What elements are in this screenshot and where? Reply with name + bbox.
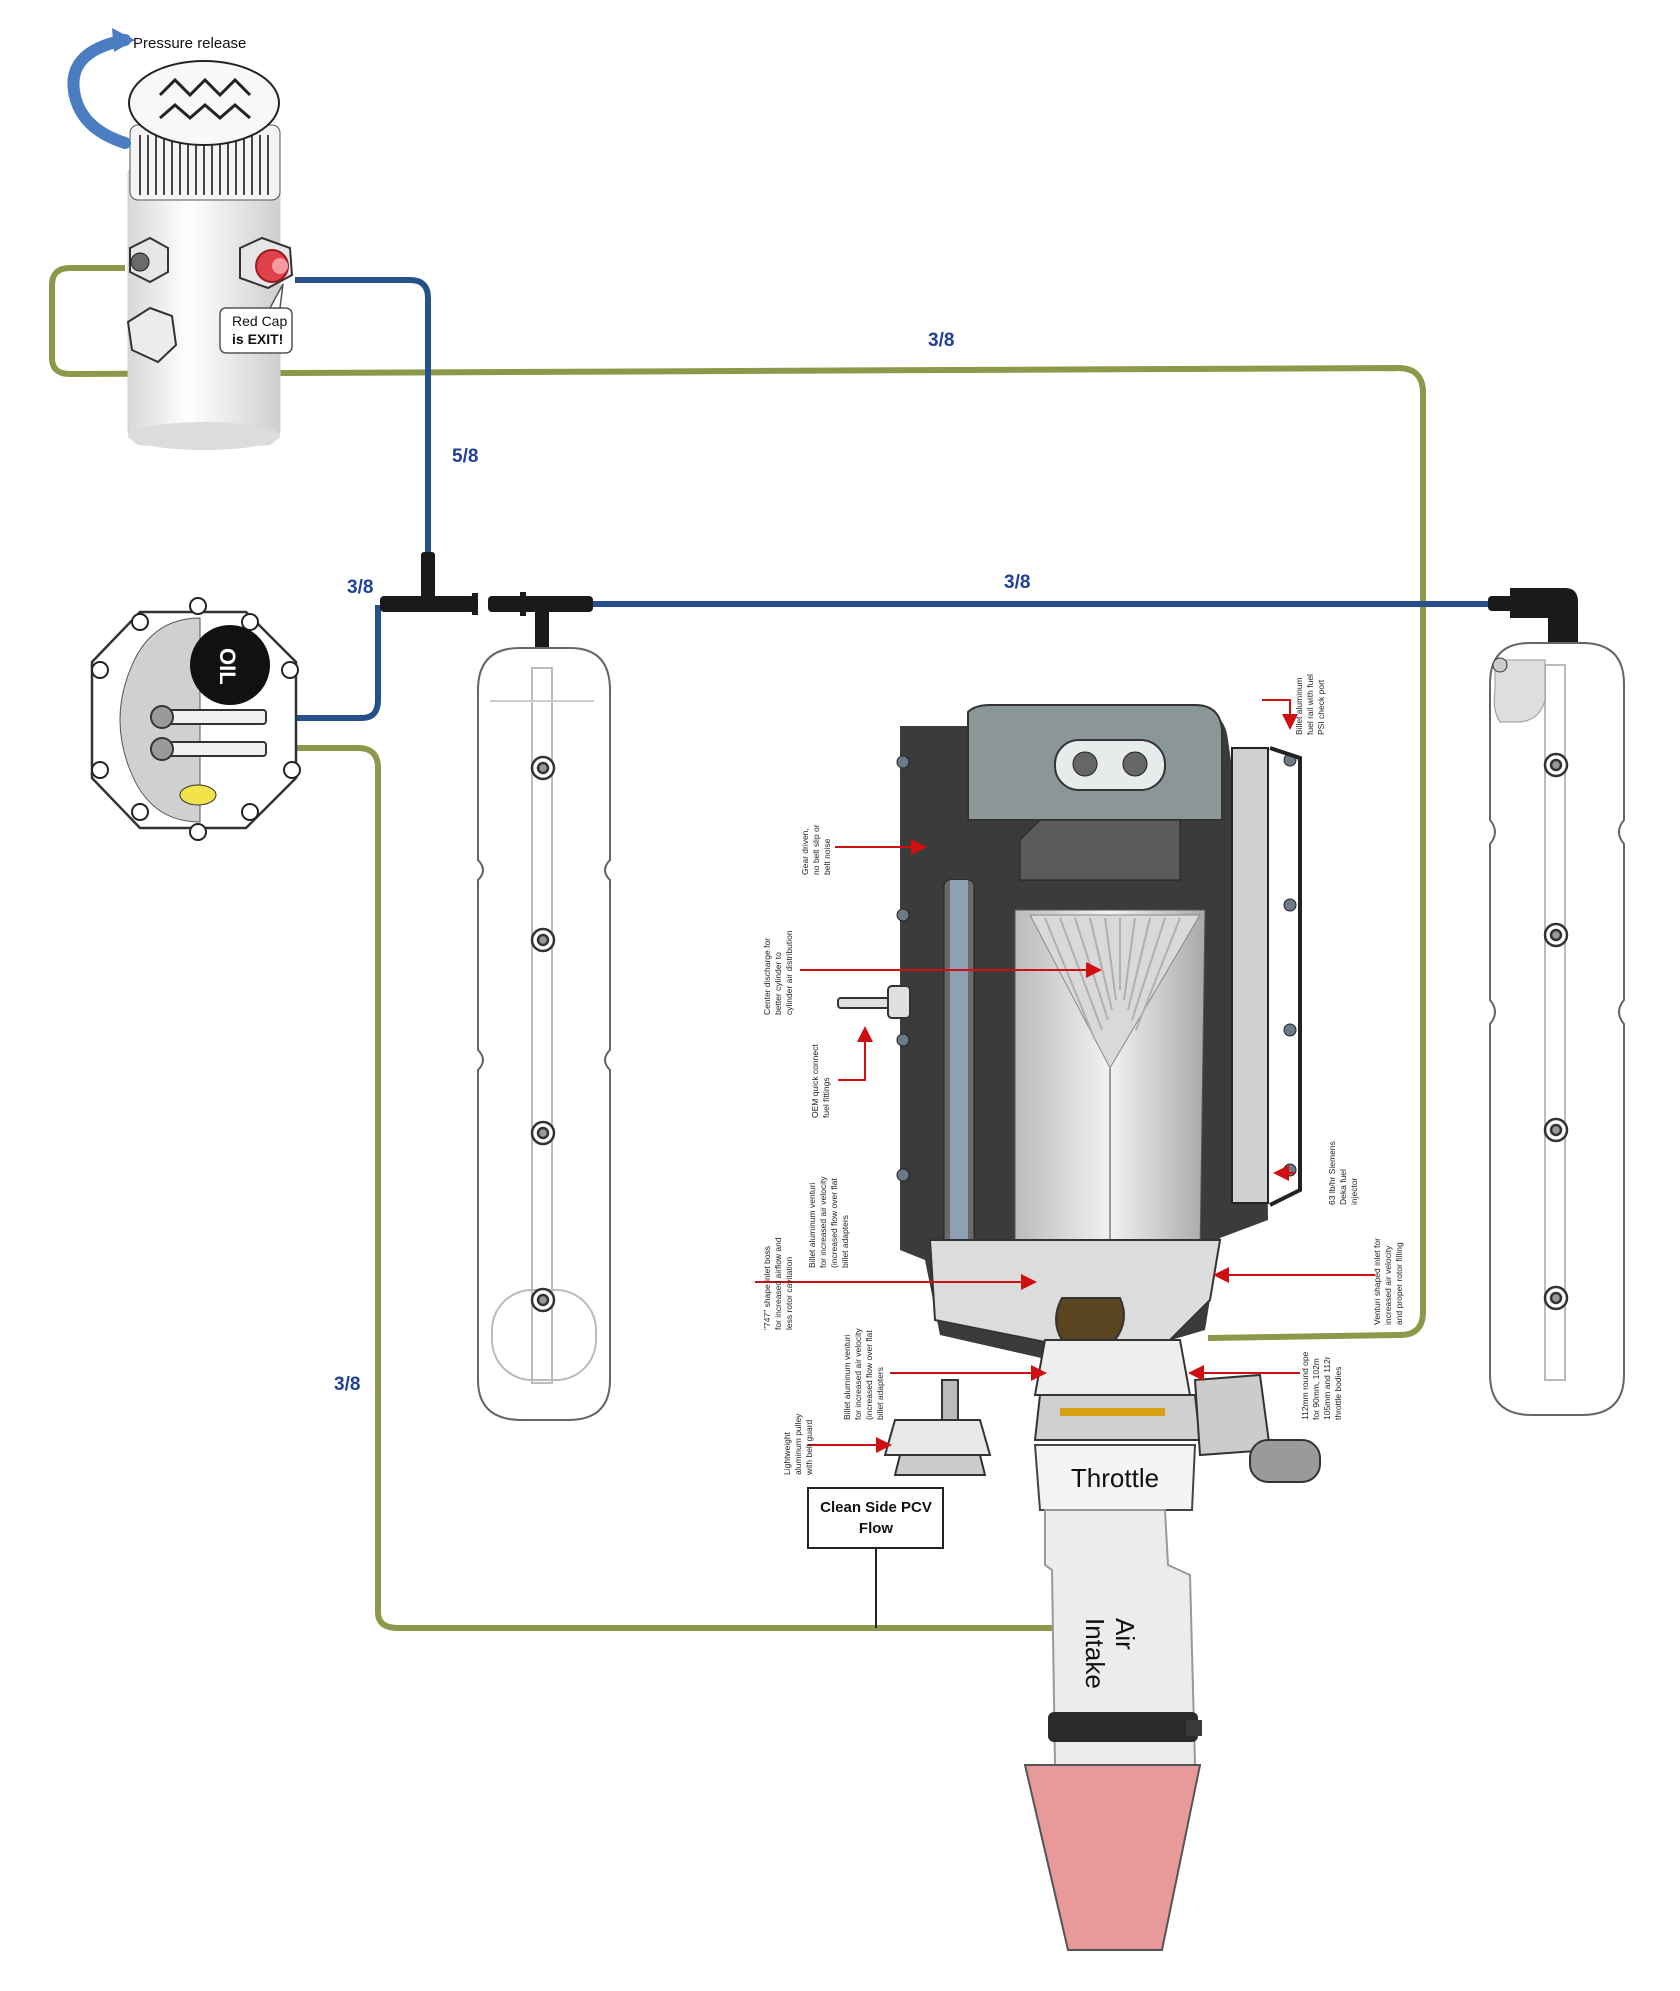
callout-line: Billet aluminum venturi	[807, 1182, 817, 1268]
callout-line: billet adapters	[875, 1367, 885, 1420]
valve-cover-bolts	[1543, 752, 1569, 1311]
callout-line: PSI check port	[1316, 679, 1326, 735]
callout-line: for increased air velocity	[853, 1328, 863, 1420]
side-bolts	[896, 753, 1297, 1182]
fuel-fitting-icon	[837, 985, 911, 1019]
red-cap-exit-icon	[239, 236, 294, 290]
hose-size-label: 3/8	[347, 577, 373, 598]
red-cap-line2: is EXIT!	[232, 331, 283, 347]
bolt-heads	[91, 597, 301, 841]
catch-can	[126, 60, 294, 450]
callout-line: (increased flow over flat	[864, 1330, 874, 1420]
inlet-port-icon	[129, 236, 169, 284]
oil-fill-cover: OIL	[90, 597, 301, 841]
callout-line: better cylinder to	[773, 952, 783, 1015]
drain-plug-icon	[126, 306, 178, 364]
callout-line: and proper rotor filling	[1394, 1242, 1404, 1325]
valve-cover-left	[477, 647, 611, 1421]
callout-line: Lightweight	[782, 1431, 792, 1475]
callout-center-discharge: Center discharge for better cylinder to …	[762, 930, 794, 1015]
callout-line: for 90mm, 102m	[1311, 1358, 1321, 1420]
clean-side-pcv-line2: Flow	[859, 1520, 893, 1537]
blue-hose-left-tee	[268, 605, 381, 721]
throttle-label: Throttle	[1071, 1463, 1159, 1493]
callout-line: Center discharge for	[762, 938, 772, 1015]
hose-size-label: 5/8	[452, 446, 478, 467]
callout-line: less rotor cavitation	[784, 1257, 794, 1330]
blue-hose-vertical	[295, 277, 431, 555]
callout-inlet-boss: "747" shape inlet boss for increased air…	[762, 1237, 794, 1330]
hose-size-label: 3/8	[928, 330, 954, 351]
clean-side-pcv-line1: Clean Side PCV	[820, 1499, 932, 1516]
callout-line: "747" shape inlet boss	[762, 1246, 772, 1330]
supercharger-cutaway	[837, 704, 1321, 1483]
callout-line: 105mm and 112r	[1322, 1356, 1332, 1420]
callout-fuel-rail: Billet aluminum fuel rail with fuel PSI …	[1294, 674, 1326, 735]
callout-line: 112mm round ope	[1300, 1351, 1310, 1420]
tee-fitting-left	[380, 552, 478, 615]
callout-pulley: Lightweight aluminum pulley with belt gu…	[782, 1413, 814, 1476]
tee-fitting-right	[488, 592, 593, 658]
pressure-release-label: Pressure release	[133, 35, 246, 52]
valve-cover-bolts	[530, 755, 556, 1313]
oil-cap-label: OIL	[215, 648, 240, 685]
elbow-fitting-right	[1488, 588, 1578, 650]
clean-side-pcv-box: Clean Side PCV Flow	[807, 1487, 944, 1628]
callout-line: cylinder air distribution	[784, 930, 794, 1015]
callout-venturi-inlet: Venturi shaped inlet for increased air v…	[1372, 1238, 1404, 1325]
callout-line: throttle bodies	[1333, 1367, 1343, 1420]
callout-line: aluminum pulley	[793, 1413, 803, 1475]
throttle-body: Throttle	[1033, 1444, 1197, 1511]
callout-line: fuel rail with fuel	[1305, 674, 1315, 735]
callout-arrows	[755, 699, 1375, 1453]
hose-size-label: 3/8	[334, 1374, 360, 1395]
callout-injector: 63 lb/hr Siemens Deka fuel injector	[1327, 1141, 1359, 1205]
callout-billet-venturi-upper: Billet aluminum venturi for increased ai…	[807, 1176, 850, 1268]
callout-line: belt noise	[822, 838, 832, 875]
pcv-port-fittings	[150, 705, 267, 761]
oil-cap-icon: OIL	[190, 625, 270, 705]
cap-ribs	[139, 135, 269, 195]
green-hose-top-loop	[49, 265, 1426, 1341]
red-cap-callout: Red Cap is EXIT!	[219, 283, 293, 354]
callout-line: 63 lb/hr Siemens	[1327, 1141, 1337, 1205]
callout-line: no belt slip or	[811, 824, 821, 875]
air-intake-line1: Air	[1110, 1618, 1140, 1650]
pressure-release-arrow-icon	[67, 28, 135, 149]
callout-line: injector	[1349, 1177, 1359, 1205]
callout-line: fuel fittings	[821, 1077, 831, 1118]
green-hose-left-run	[265, 745, 1056, 1631]
callout-throttle-bodies: 112mm round ope for 90mm, 102m 105mm and…	[1300, 1351, 1343, 1420]
air-filter-cone-icon	[1023, 1764, 1202, 1951]
callout-line: billet adapters	[840, 1215, 850, 1268]
callout-gear-driven: Gear driven, no belt slip or belt noise	[800, 824, 832, 875]
callout-billet-venturi-lower: Billet aluminum venturi for increased ai…	[842, 1328, 885, 1420]
pulley-icon	[883, 1379, 992, 1476]
callout-line: for increased airflow and	[773, 1237, 783, 1330]
hose-size-label: 3/8	[1004, 572, 1030, 593]
lower-housing	[928, 1239, 1321, 1483]
yellow-plug-icon	[179, 784, 217, 806]
air-intake-line2: Intake	[1080, 1618, 1110, 1689]
callout-line: Deka fuel	[1338, 1169, 1348, 1205]
callout-line: Billet aluminum venturi	[842, 1334, 852, 1420]
callout-line: Billet aluminum	[1294, 677, 1304, 735]
callout-oem-quick-connect: OEM quick connect fuel fittings	[810, 1044, 831, 1118]
air-intake-tube: Air Intake	[1044, 1509, 1202, 1766]
callout-line: increased air velocity	[1383, 1245, 1393, 1325]
callout-line: Gear driven,	[800, 828, 810, 875]
red-cap-line1: Red Cap	[232, 313, 287, 329]
valve-cover-right	[1489, 642, 1625, 1416]
callout-line: OEM quick connect	[810, 1044, 820, 1118]
callout-line: for increased air velocity	[818, 1176, 828, 1268]
callout-line: (increased flow over flat	[829, 1178, 839, 1268]
callout-line: Venturi shaped inlet for	[1372, 1238, 1382, 1325]
callout-line: with belt guard	[804, 1419, 814, 1476]
